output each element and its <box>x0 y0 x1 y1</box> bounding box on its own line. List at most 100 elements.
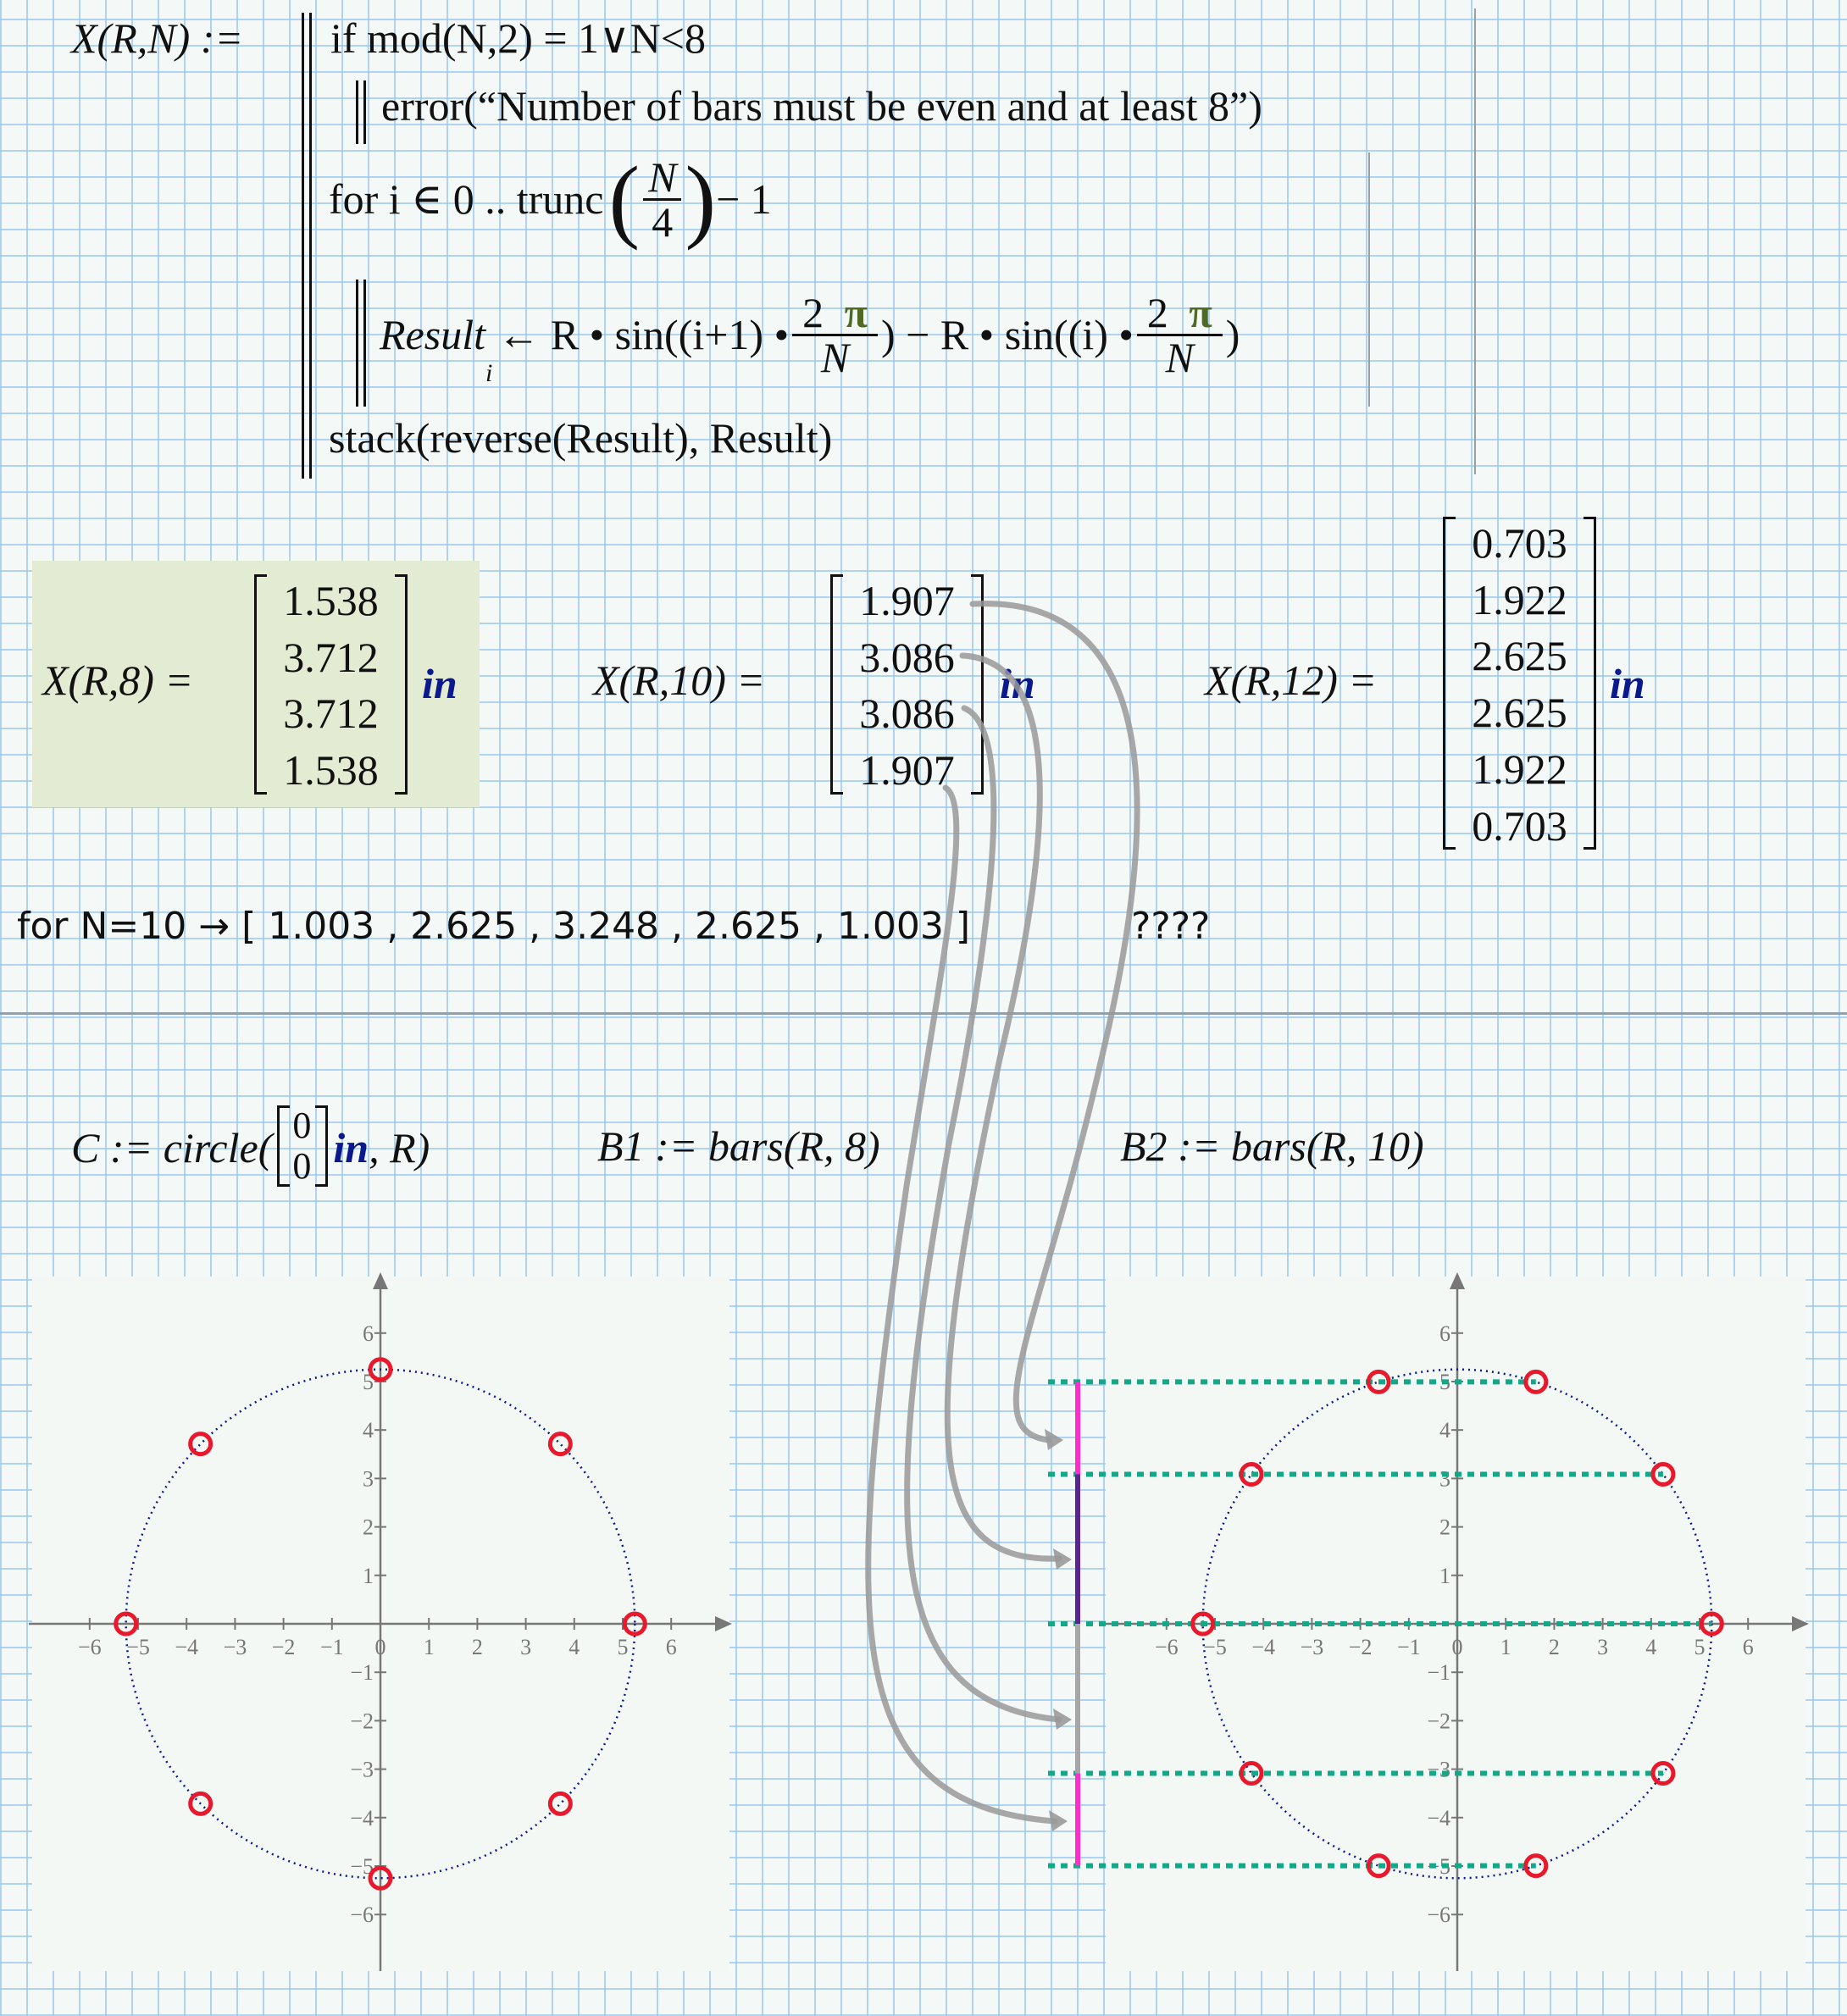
matrix-cell: 1.922 <box>1472 576 1567 623</box>
note-question[interactable]: ???? <box>1131 905 1211 948</box>
circle-definition[interactable]: C := circle( 0 0 in , R) <box>71 1101 430 1194</box>
x-tick-label: 4 <box>1645 1635 1656 1659</box>
x-tick-label: −5 <box>126 1635 150 1659</box>
y-tick-label: 4 <box>363 1418 374 1443</box>
result-matrix-10: 1.907 3.086 3.086 1.907 <box>830 574 984 795</box>
circle-curve <box>125 1368 636 1880</box>
arrow-head-icon <box>1053 1548 1072 1570</box>
bar-point <box>1366 1853 1391 1879</box>
for-suffix: − 1 <box>716 175 772 223</box>
y-tick-label: 4 <box>1439 1418 1450 1443</box>
bar-point <box>114 1611 139 1637</box>
y-tick-label: −3 <box>350 1758 374 1782</box>
x-tick-label: 5 <box>618 1635 629 1659</box>
matrix-cell: 3.086 <box>859 690 955 737</box>
bar-point <box>622 1611 647 1637</box>
y-tick-label: 6 <box>1439 1321 1450 1346</box>
x-tick-label: −6 <box>78 1635 102 1659</box>
x-tick-label: −5 <box>1203 1635 1227 1659</box>
for-body-bar <box>356 280 366 407</box>
x-tick-label: 6 <box>1743 1635 1754 1659</box>
result-expr-c: ) <box>1225 311 1240 358</box>
bars-definition-8[interactable]: B1 := bars(R, 8) <box>597 1122 880 1170</box>
y-tick-label: 2 <box>1439 1515 1450 1540</box>
x-tick-label: −2 <box>272 1635 296 1659</box>
matrix-cell: 3.712 <box>283 634 379 681</box>
y-tick-label: −1 <box>350 1660 374 1685</box>
note-text[interactable]: for N=10 → [ 1.003 , 2.625 , 3.248 , 2.6… <box>17 905 971 948</box>
matrix-cell: 2.625 <box>1472 689 1567 736</box>
if-statement[interactable]: if mod(N,2) = 1∨N<8 <box>330 14 706 62</box>
x-tick-label: −3 <box>1301 1635 1324 1659</box>
y-tick-label: −2 <box>350 1709 374 1733</box>
denominator: 4 <box>652 197 674 246</box>
x-tick-label: 0 <box>1452 1635 1463 1659</box>
bar-point <box>188 1791 214 1816</box>
y-tick-label: −2 <box>1427 1709 1450 1733</box>
y-tick-label: −3 <box>1427 1758 1450 1782</box>
function-name[interactable]: X(R,N) := <box>71 14 244 62</box>
x-tick-label: −3 <box>224 1635 247 1659</box>
y-tick-label: 3 <box>1439 1466 1450 1491</box>
y-tick-label: 3 <box>363 1466 374 1491</box>
matrix-cell: 1.907 <box>859 577 955 624</box>
x-tick-label: −1 <box>320 1635 344 1659</box>
origin-vector: 0 0 <box>277 1105 329 1190</box>
circle-suffix: , R) <box>369 1124 430 1171</box>
matrix-cell: 0.703 <box>1472 802 1567 850</box>
bar-point <box>547 1432 573 1457</box>
arrow-head-icon <box>1049 1810 1068 1831</box>
matrix-cell: 3.712 <box>283 690 379 737</box>
unit-label: in <box>333 1124 369 1171</box>
numerator: 2 <box>802 288 824 336</box>
pi-symbol: π <box>844 288 868 336</box>
matrix-cell: 0.703 <box>1472 519 1567 567</box>
vector-cell: 0 <box>292 1105 312 1146</box>
x-tick-label: −4 <box>175 1635 198 1659</box>
bars-definition-10[interactable]: B2 := bars(R, 10) <box>1120 1122 1424 1170</box>
result-subscript: i <box>485 359 493 387</box>
stack-statement[interactable]: stack(reverse(Result), Result) <box>329 414 833 462</box>
result-expr-b: ) − R • sin((i) • <box>880 311 1134 358</box>
bar-point <box>368 1865 393 1891</box>
unit-label[interactable]: in <box>422 660 458 707</box>
result-label-10[interactable]: X(R,10) = <box>593 656 766 704</box>
result-expr-a: ← R • sin((i+1) • <box>497 311 790 358</box>
result-label-12[interactable]: X(R,12) = <box>1205 656 1378 704</box>
y-tick-label: 6 <box>363 1321 374 1346</box>
page-divider <box>0 1012 1847 1015</box>
y-tick-label: 1 <box>363 1564 374 1588</box>
bar-point <box>1239 1761 1264 1786</box>
x-tick-label: 1 <box>424 1635 435 1659</box>
result-matrix-12: 0.703 1.922 2.625 2.625 1.922 0.703 <box>1443 517 1596 850</box>
result-var: Result <box>380 311 485 358</box>
matrix-cell: 1.538 <box>283 746 379 794</box>
x-tick-label: 3 <box>520 1635 531 1659</box>
result-label-8[interactable]: X(R,8) = <box>42 656 194 704</box>
x-axis-arrow-icon <box>1792 1616 1809 1631</box>
program-bar <box>302 13 312 479</box>
bar-point <box>1650 1761 1676 1786</box>
bar-point <box>1366 1369 1391 1394</box>
unit-label[interactable]: in <box>1610 660 1645 707</box>
x-tick-label: −2 <box>1349 1635 1373 1659</box>
y-axis-arrow-icon <box>373 1272 388 1289</box>
y-tick-label: −4 <box>1427 1806 1450 1830</box>
bar-point <box>1523 1853 1549 1879</box>
y-tick-label: −6 <box>350 1902 374 1927</box>
bar-point <box>1190 1611 1216 1637</box>
y-tick-label: 1 <box>1439 1564 1450 1588</box>
annotation-arrow <box>865 784 1058 1825</box>
denominator: N <box>1165 333 1195 381</box>
error-statement[interactable]: error(“Number of bars must be even and a… <box>381 82 1262 130</box>
x-tick-label: 1 <box>1500 1635 1511 1659</box>
x-tick-label: −1 <box>1397 1635 1421 1659</box>
bar-point <box>1523 1369 1549 1394</box>
if-body-bar <box>356 80 366 144</box>
vector-cell: 0 <box>292 1145 312 1187</box>
